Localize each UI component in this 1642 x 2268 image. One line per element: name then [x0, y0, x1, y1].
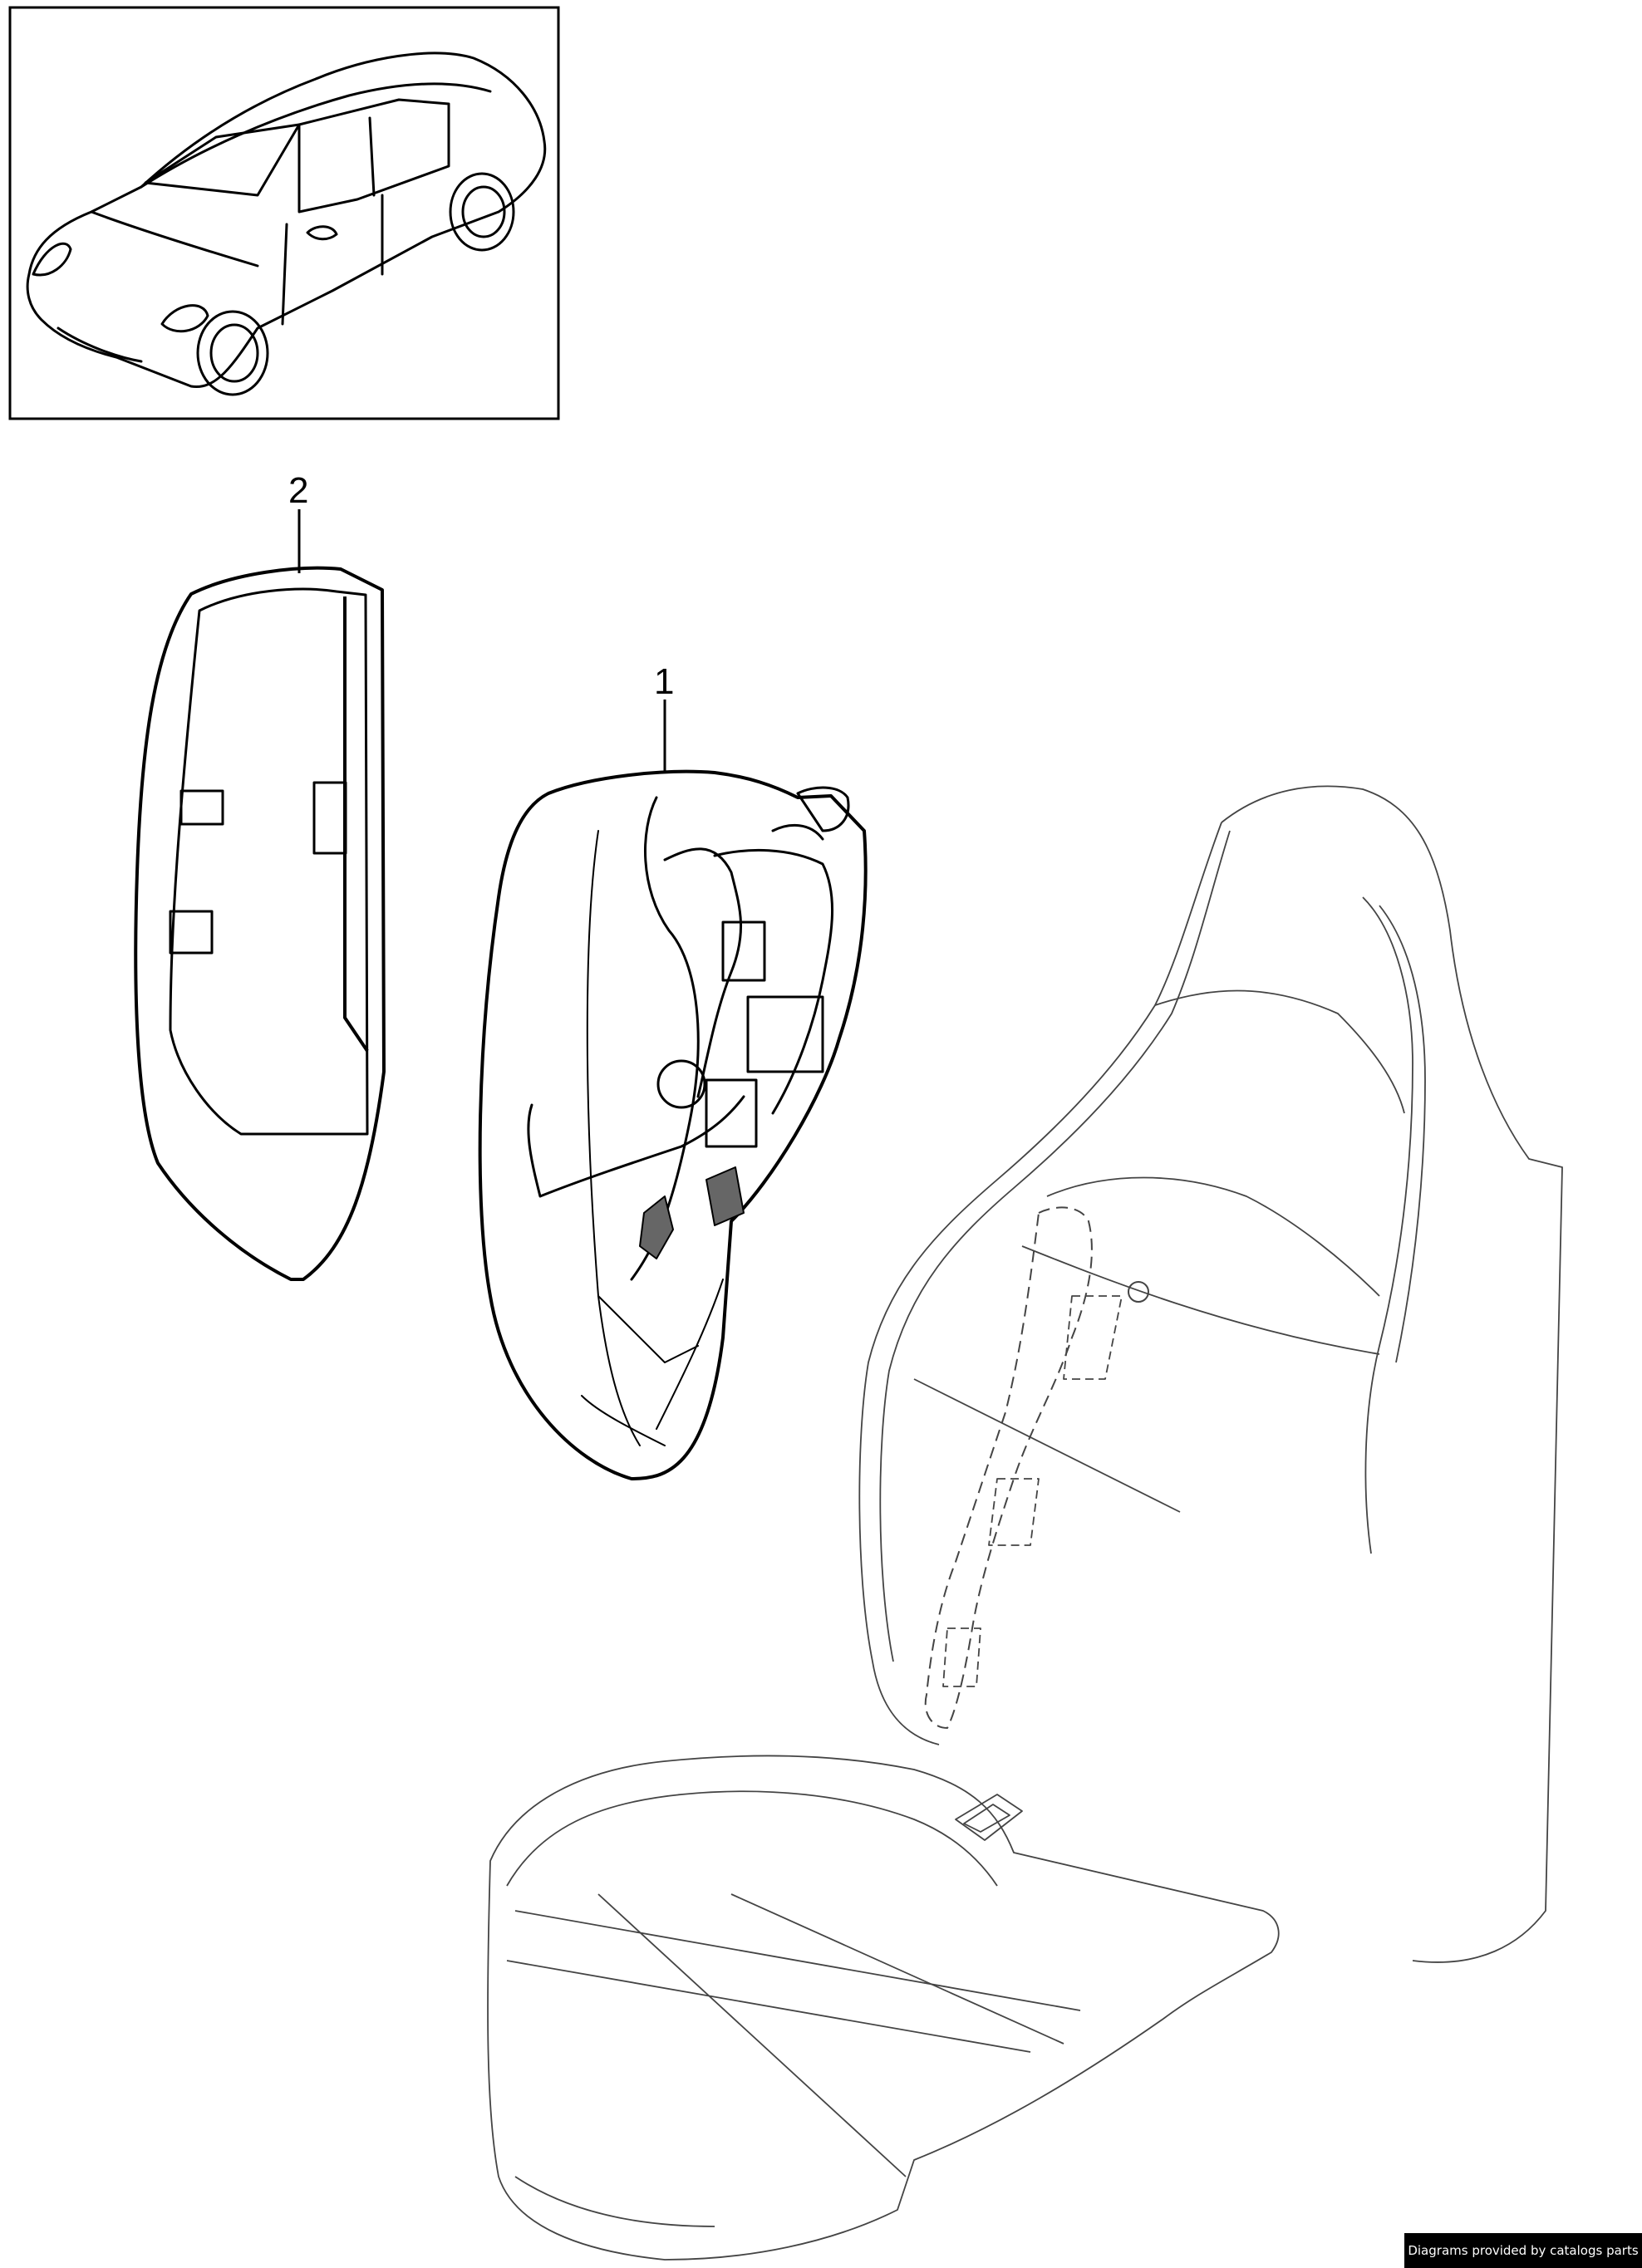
seat-reference-illustration: [487, 785, 1563, 2261]
part-1-airbag-module: [478, 769, 868, 1480]
vehicle-thumbnail: [8, 6, 560, 420]
part-2-cover-panel: [134, 566, 386, 1281]
callout-2-label: 2: [288, 470, 308, 511]
diagram-credit: Diagrams provided by catalogs parts: [1404, 2233, 1642, 2268]
callout-1-label: 1: [654, 661, 674, 702]
clip-1-icon: [179, 789, 224, 826]
car-illustration-icon: [26, 52, 547, 396]
clip-2-icon: [312, 781, 347, 855]
clip-3-icon: [169, 910, 214, 955]
